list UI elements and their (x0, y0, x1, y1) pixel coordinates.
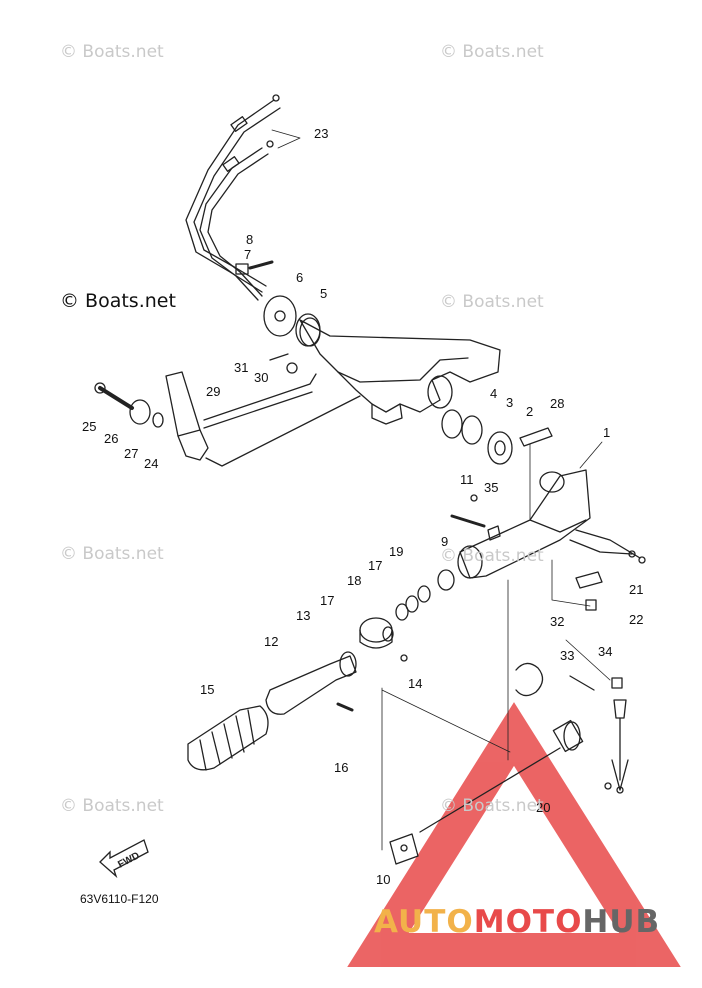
bolt-25 (98, 386, 134, 410)
callout-number: 19 (389, 544, 403, 559)
logo-triangle-icon (347, 702, 681, 967)
washer-18 (395, 603, 409, 621)
brand-part-3: HUB (582, 904, 661, 940)
watermark: © Boats.net (440, 292, 544, 312)
callout-number: 33 (560, 648, 574, 663)
steering-bracket (299, 317, 501, 425)
callout-number: 32 (550, 614, 564, 629)
callout-number: 29 (206, 384, 220, 399)
grip-15 (187, 705, 269, 771)
callout-number: 23 (314, 126, 328, 141)
callout-number: 20 (536, 800, 550, 815)
brand-part-2: MOTO (473, 904, 583, 940)
bushing-26 (129, 399, 151, 425)
callout-number: 31 (234, 360, 248, 375)
callout-number: 2 (526, 404, 533, 419)
callout-number: 30 (254, 370, 268, 385)
callout-number: 13 (296, 608, 310, 623)
callout-number: 11 (460, 472, 474, 487)
throttle-shaft-12 (265, 651, 357, 715)
callout-number: 3 (506, 395, 513, 410)
washer-27 (152, 412, 164, 428)
callout-number: 12 (264, 634, 278, 649)
screw-16 (336, 702, 354, 712)
callout-number: 35 (484, 480, 498, 495)
callout-number: 15 (200, 682, 214, 697)
callout-number: 24 (144, 456, 158, 471)
callout-number: 14 (408, 676, 422, 691)
pin-11 (470, 494, 478, 502)
kill-switch-34 (604, 677, 629, 794)
washer-3 (461, 415, 483, 445)
callout-number: 34 (598, 644, 612, 659)
pin-14 (400, 654, 408, 662)
clip-21 (575, 571, 603, 589)
plug-22 (585, 599, 597, 611)
brand-logo: AUTOMOTOHUB (374, 904, 660, 940)
pin-31 (269, 353, 289, 361)
watermark: © Boats.net (60, 290, 176, 312)
callout-number: 26 (104, 431, 118, 446)
callout-number: 17 (320, 593, 334, 608)
callout-number: 16 (334, 760, 348, 775)
watermark: © Boats.net (60, 42, 164, 62)
nut-8 (235, 263, 249, 275)
diagram-code: 63V6110-F120 (80, 892, 159, 906)
callout-number: 9 (441, 534, 448, 549)
lever-24 (165, 371, 209, 461)
callout-number: 17 (368, 558, 382, 573)
washer-17b (405, 595, 419, 613)
steering-handle-1 (437, 469, 591, 591)
callout-number: 18 (347, 573, 361, 588)
washer-5 (295, 313, 321, 347)
brand-part-1: AUTO (374, 904, 474, 940)
stop-cable-20 (419, 719, 584, 833)
callout-number: 6 (296, 270, 303, 285)
switch-10 (389, 833, 419, 865)
callout-number: 22 (629, 612, 643, 627)
plate-6 (263, 295, 297, 337)
plate-28 (519, 427, 553, 447)
washer-17a (382, 626, 394, 642)
leader-lines (271, 129, 611, 851)
callout-number: 25 (82, 419, 96, 434)
washer-30 (286, 362, 298, 374)
callout-number: 8 (246, 232, 253, 247)
callout-number: 4 (490, 386, 497, 401)
collar-13 (359, 617, 393, 649)
callout-number: 28 (550, 396, 564, 411)
lanyard-32 (515, 662, 544, 697)
bolt-19 (417, 585, 431, 603)
clip-33 (569, 675, 595, 691)
callout-number: 5 (320, 286, 327, 301)
callout-number: 1 (603, 425, 610, 440)
washer-4 (441, 409, 463, 439)
watermark: © Boats.net (440, 546, 544, 566)
bolt-7 (248, 260, 274, 270)
throttle-cables (185, 94, 281, 301)
watermark: © Boats.net (440, 42, 544, 62)
link-line (205, 395, 361, 467)
washer-2 (487, 431, 513, 465)
bolt-35 (487, 525, 501, 541)
fwd-arrow-icon: FWD (99, 839, 149, 879)
callout-numbers: 1234567891011121314151617171819202122232… (82, 126, 643, 887)
watermark: © Boats.net (60, 796, 164, 816)
watermark: © Boats.net (60, 544, 164, 564)
screw-9 (450, 514, 486, 528)
callout-number: 10 (376, 872, 390, 887)
watermark: © Boats.net (440, 796, 544, 816)
rod-29 (203, 373, 317, 429)
callout-number: 27 (124, 446, 138, 461)
callout-number: 21 (629, 582, 643, 597)
callout-number: 7 (244, 247, 251, 262)
